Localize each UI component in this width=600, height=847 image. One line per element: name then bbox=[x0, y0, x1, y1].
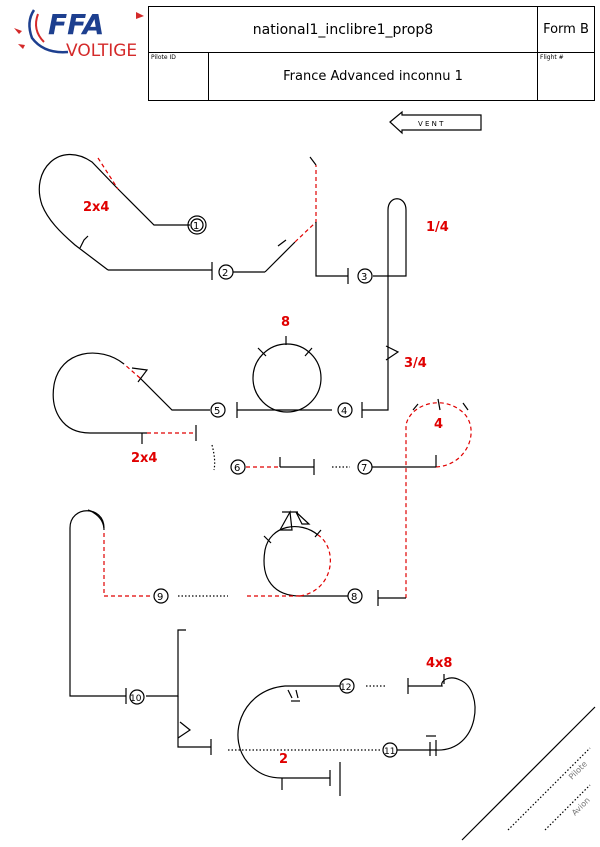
figure-9-number: 9 bbox=[157, 592, 163, 603]
figure-4: 4 bbox=[236, 336, 353, 418]
figure-5-number: 5 bbox=[214, 406, 220, 417]
figure-4-roll: 8 bbox=[281, 315, 290, 330]
figure-5-roll: 2x4 bbox=[131, 451, 157, 466]
sequence-name: national1_inclibre1_prop8 bbox=[149, 7, 538, 53]
figure-5: 5 bbox=[52, 352, 226, 444]
category-title: France Advanced inconnu 1 bbox=[209, 53, 538, 100]
figure-3-number: 3 bbox=[361, 272, 367, 283]
form-label: Form B bbox=[538, 7, 594, 53]
figure-8: 8 bbox=[246, 510, 363, 604]
ffa-voltige-logo: FFA VOLTIGE bbox=[14, 8, 144, 61]
pilot-signature-label: Pilote bbox=[567, 759, 589, 781]
logo-subtitle: VOLTIGE bbox=[66, 41, 137, 61]
figure-10: 10 bbox=[69, 510, 212, 755]
figure-12-number: 12 bbox=[340, 683, 351, 693]
figure-9: 9 bbox=[87, 509, 228, 604]
figure-7-roll: 4 bbox=[434, 417, 443, 432]
figure-1 bbox=[38, 154, 213, 280]
figure-3: 3 bbox=[315, 198, 407, 418]
figure-1-roll: 2x4 bbox=[83, 200, 109, 215]
figure-6: 6 bbox=[211, 444, 315, 475]
figure-11-number: 11 bbox=[384, 747, 395, 757]
figure-10-number: 10 bbox=[130, 694, 142, 704]
figure-7: 7 bbox=[332, 398, 472, 606]
wind-label: V E N T bbox=[418, 120, 444, 128]
aircraft-signature-label: Avion bbox=[570, 796, 592, 818]
figure-8-number: 8 bbox=[351, 592, 357, 603]
flight-cell[interactable]: Flight # bbox=[538, 53, 594, 100]
figure-12: 12 bbox=[237, 678, 386, 796]
figure-1-number: 1 bbox=[190, 218, 204, 232]
figure-4-number: 4 bbox=[341, 406, 347, 417]
figure-6-number: 6 bbox=[234, 463, 240, 474]
svg-text:1: 1 bbox=[193, 221, 199, 232]
form-header: national1_inclibre1_prop8 Form B Pilote … bbox=[148, 6, 595, 101]
pilot-id-label: Pilote ID bbox=[151, 54, 176, 61]
wind-arrow: V E N T bbox=[389, 110, 482, 135]
figure-12-roll: 2 bbox=[279, 752, 288, 767]
figure-11: 11 bbox=[228, 674, 476, 758]
figure-2-number: 2 bbox=[222, 268, 228, 279]
signature-area: Pilote Avion bbox=[461, 706, 596, 841]
figure-2: 2 bbox=[218, 156, 317, 280]
figure-11-roll: 4x8 bbox=[426, 656, 452, 671]
figure-3-roll: 1/4 bbox=[426, 220, 449, 235]
pilot-id-cell[interactable]: Pilote ID bbox=[149, 53, 209, 100]
figure-6-roll: 3/4 bbox=[404, 356, 427, 371]
figure-7-number: 7 bbox=[361, 463, 367, 474]
logo-letters: FFA bbox=[48, 8, 104, 41]
flight-label: Flight # bbox=[540, 54, 564, 61]
